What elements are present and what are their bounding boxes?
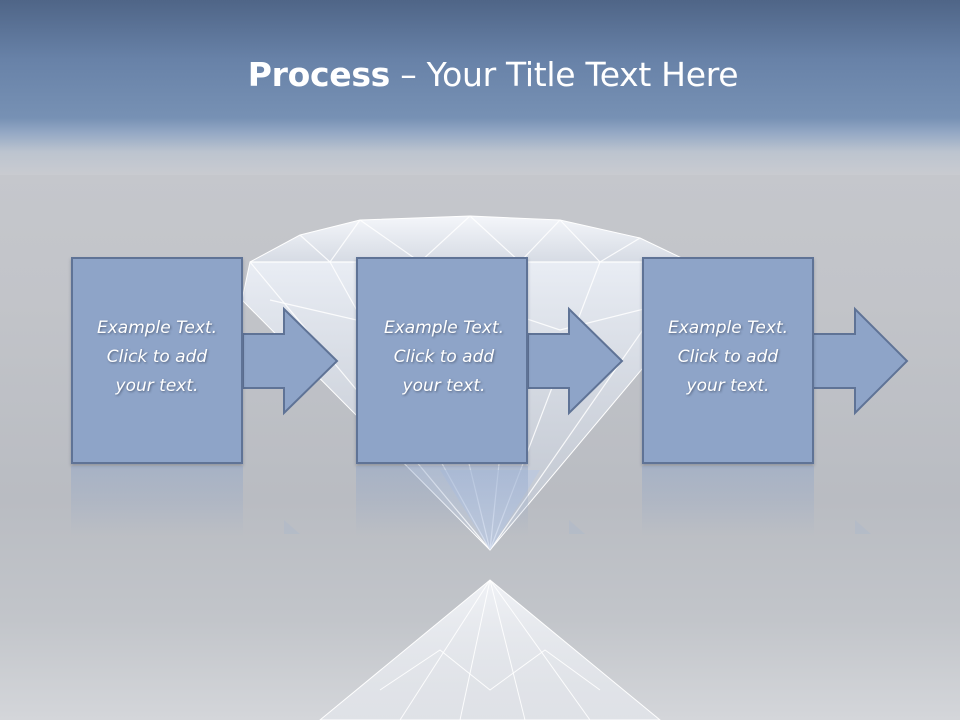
step-text-2[interactable]: Example Text. Click to add your text. (358, 314, 530, 401)
step-box-3[interactable] (642, 257, 814, 464)
step-text-3[interactable]: Example Text. Click to add your text. (642, 314, 814, 401)
step-box-1[interactable] (71, 257, 243, 464)
step-line: Example Text. (96, 318, 218, 338)
header-band (0, 0, 960, 175)
step-line: Example Text. (383, 318, 505, 338)
step-box-2-reflection (356, 466, 528, 536)
step-box-1-reflection (71, 466, 243, 536)
step-line: Click to add (106, 347, 208, 367)
step-line: Click to add (393, 347, 495, 367)
step-text-1[interactable]: Example Text. Click to add your text. (71, 314, 243, 401)
title-bold: Process (247, 55, 391, 94)
step-line: your text. (402, 376, 486, 396)
step-line: Click to add (677, 347, 779, 367)
arrow-2-reflection (569, 520, 585, 534)
step-line: your text. (686, 376, 770, 396)
arrow-3-reflection (855, 520, 871, 534)
step-box-2[interactable] (356, 257, 528, 464)
step-box-3-reflection (642, 466, 814, 536)
step-line: Example Text. (667, 318, 789, 338)
title-rest: – Your Title Text Here (390, 55, 739, 94)
arrow-3 (812, 306, 909, 416)
slide-title[interactable]: Process – Your Title Text Here (0, 52, 960, 98)
arrow-2 (527, 306, 624, 416)
arrow-1 (242, 306, 339, 416)
arrow-1-reflection (284, 520, 300, 534)
step-line: your text. (115, 376, 199, 396)
